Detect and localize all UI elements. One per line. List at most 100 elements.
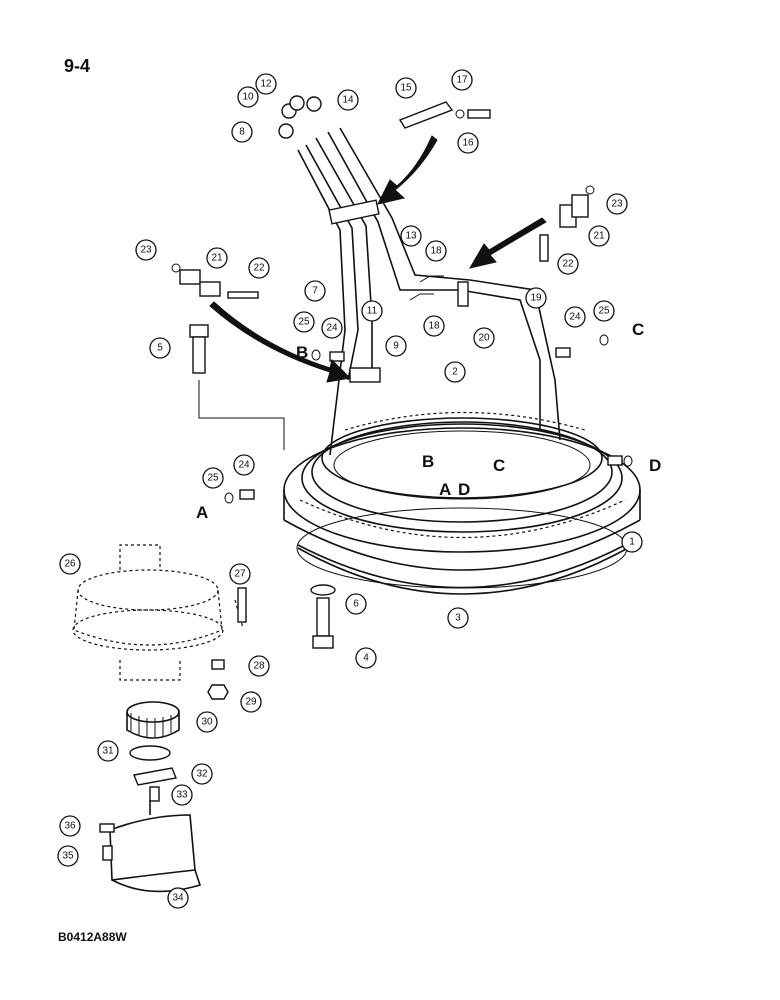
svg-text:22: 22 [562,259,574,270]
port-letter-B: B [422,452,434,471]
callout-11: 11 [361,300,383,322]
port-fittings [224,334,633,504]
bolt-4 [310,584,336,649]
svg-text:3: 3 [455,613,461,624]
callout-25: 25 [593,300,615,322]
swing-motor [72,544,247,681]
callout-1: 1 [621,531,643,553]
inner-race [321,411,603,500]
callout-18: 18 [425,240,447,262]
guard-cover [99,800,202,893]
callout-5: 5 [149,337,171,359]
svg-text:1: 1 [629,537,635,548]
svg-text:24: 24 [569,312,581,323]
svg-text:22: 22 [253,263,265,274]
callout-35: 35 [57,845,79,867]
port-letter-C: C [632,320,644,339]
svg-text:19: 19 [530,293,542,304]
callout-14: 14 [337,89,359,111]
callout-28: 28 [248,655,270,677]
svg-text:33: 33 [176,790,188,801]
clamp-right [539,185,595,262]
figure-code: B0412A88W [58,930,127,944]
motor-hardware [207,659,229,700]
callout-26: 26 [59,553,81,575]
svg-text:36: 36 [64,821,76,832]
callout-4: 4 [355,647,377,669]
svg-text:25: 25 [207,473,219,484]
svg-text:15: 15 [400,83,412,94]
callout-24: 24 [233,454,255,476]
svg-text:17: 17 [456,75,468,86]
pinion-gear [126,701,180,739]
svg-text:18: 18 [428,321,440,332]
direction-arrows [209,135,547,383]
svg-text:8: 8 [239,127,245,138]
port-letter-D: D [458,480,470,499]
port-letter-A: A [439,480,451,499]
svg-text:11: 11 [367,306,378,317]
svg-text:18: 18 [430,246,442,257]
callout-15: 15 [395,77,417,99]
retainer-plate [129,745,177,802]
callout-9: 9 [385,335,407,357]
callout-3: 3 [447,607,469,629]
hydraulic-tubes [297,127,561,456]
callout-29: 29 [240,691,262,713]
callout-12: 12 [255,73,277,95]
callout-30: 30 [196,711,218,733]
svg-text:28: 28 [253,661,265,672]
svg-text:20: 20 [478,333,490,344]
clamp-top [398,101,491,129]
svg-text:24: 24 [238,460,250,471]
callout-16: 16 [457,132,479,154]
callout-13: 13 [400,225,422,247]
callout-22: 22 [248,257,270,279]
port-letter-D: D [649,456,661,475]
svg-text:9: 9 [393,341,399,352]
svg-text:29: 29 [245,697,257,708]
svg-text:26: 26 [64,559,76,570]
callout-33: 33 [171,784,193,806]
callout-23: 23 [135,239,157,261]
callout-27: 27 [229,563,251,585]
svg-text:21: 21 [593,231,605,242]
callout-10: 10 [237,86,259,108]
callout-22: 22 [557,253,579,275]
svg-text:13: 13 [405,231,417,242]
ring-gear [283,421,641,589]
callout-7: 7 [304,280,326,302]
port-letter-A: A [196,503,208,522]
callout-34: 34 [167,887,189,909]
svg-text:12: 12 [260,79,272,90]
svg-text:24: 24 [326,323,338,334]
svg-text:6: 6 [353,599,359,610]
svg-text:5: 5 [157,343,163,354]
svg-text:31: 31 [102,746,114,757]
page-number: 9-4 [64,56,91,76]
svg-text:27: 27 [234,569,246,580]
callout-31: 31 [97,740,119,762]
callout-8: 8 [231,121,253,143]
svg-text:10: 10 [242,92,254,103]
port-letter-B: B [296,343,308,362]
callout-25: 25 [202,467,224,489]
svg-text:16: 16 [462,138,474,149]
callout-19: 19 [525,287,547,309]
callout-17: 17 [451,69,473,91]
callout-23: 23 [606,193,628,215]
svg-text:14: 14 [342,95,354,106]
callout-36: 36 [59,815,81,837]
bolt-5 [189,324,285,450]
svg-text:23: 23 [140,245,152,256]
svg-text:32: 32 [196,769,208,780]
callout-18: 18 [423,315,445,337]
svg-text:25: 25 [298,317,310,328]
port-letter-C: C [493,456,505,475]
callout-24: 24 [564,306,586,328]
svg-text:34: 34 [172,893,184,904]
svg-text:30: 30 [201,717,213,728]
